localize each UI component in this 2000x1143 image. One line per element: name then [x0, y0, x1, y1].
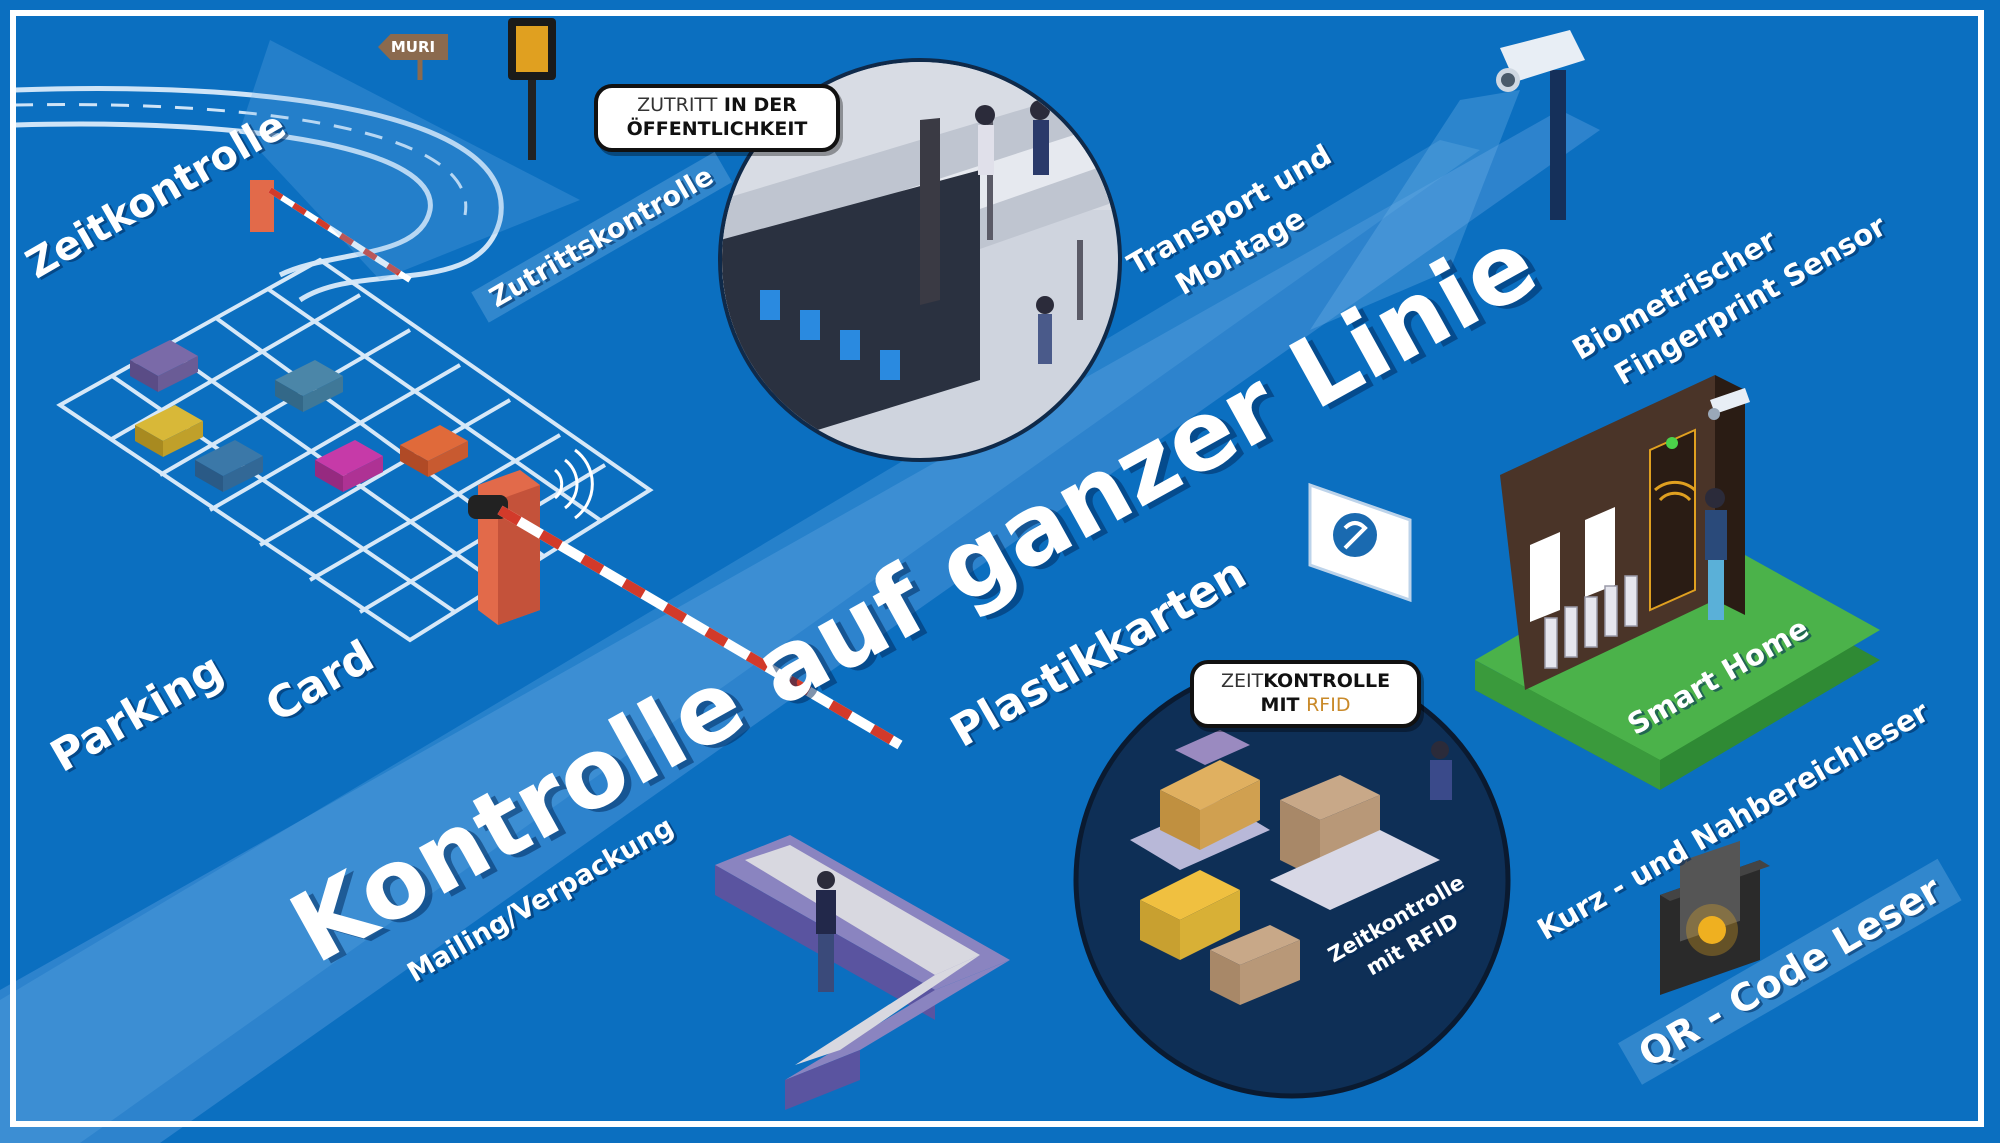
badge-word-1: ZUTRITT: [637, 94, 718, 116]
rfid-badge-word-3: MIT: [1260, 693, 1307, 716]
public-access-badge: ZUTRITT IN DER ÖFFENTLICHKEIT: [594, 84, 840, 152]
rfid-badge: ZEITKONTROLLE MIT RFID: [1190, 660, 1421, 728]
badge-word-3: ÖFFENTLICHKEIT: [626, 117, 808, 140]
conveyor-scene: [715, 835, 1010, 1110]
curved-road: [14, 86, 504, 303]
rfid-warehouse-scene: [1073, 661, 1511, 1099]
parking-grid: [56, 257, 654, 643]
access-terminal: [240, 18, 580, 280]
direction-sign-text: MURI: [390, 38, 436, 56]
rfid-badge-word-4: RFID: [1306, 693, 1351, 716]
direction-sign: MURI: [378, 34, 448, 60]
plastic-card: [1308, 482, 1412, 603]
small-barrier: [250, 180, 412, 283]
rfid-badge-word-2: KONTROLLE: [1263, 670, 1391, 692]
diagonal-road: [0, 110, 1600, 1143]
main-barrier: [468, 448, 903, 750]
parked-cars: [130, 340, 468, 492]
security-camera: [1310, 30, 1585, 330]
badge-word-2: IN DER: [717, 94, 797, 116]
smart-home-scene: [1475, 375, 1880, 790]
qr-reader-device: [1660, 840, 1770, 995]
rfid-badge-word-1: ZEIT: [1220, 670, 1264, 692]
